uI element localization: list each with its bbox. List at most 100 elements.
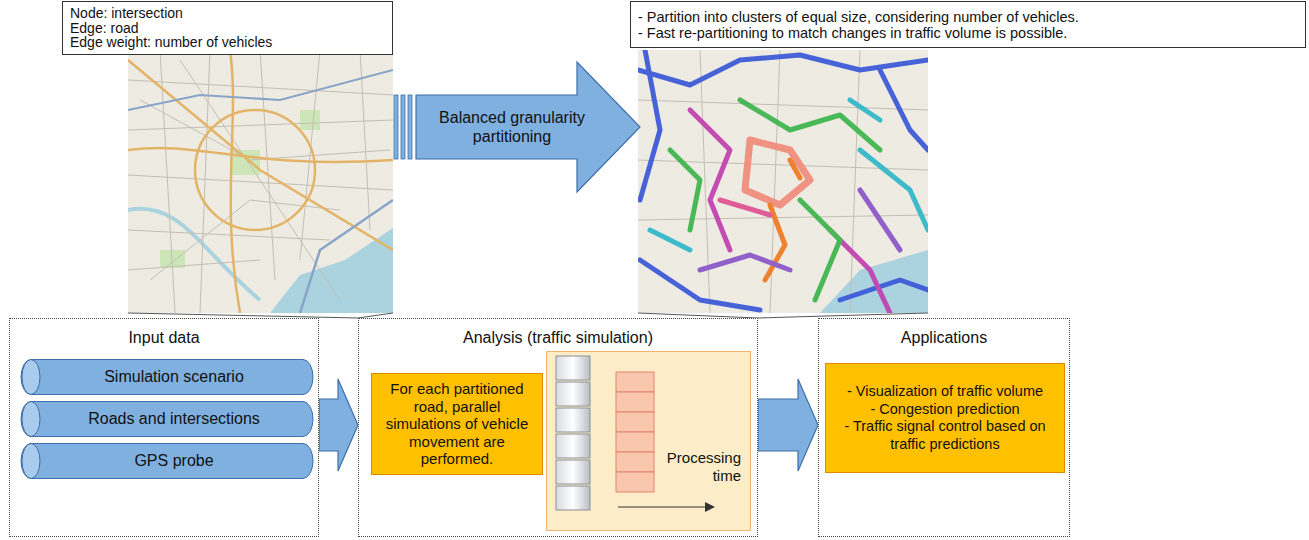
road-map-left [300, 200, 393, 313]
cylinder-cap [22, 444, 40, 479]
note-box: - Partition into clusters of equal size,… [630, 1, 1306, 48]
road-map-left [160, 50, 175, 313]
road-map-left [128, 175, 393, 190]
road-map-left [160, 250, 185, 268]
partitioned-road-map [638, 100, 928, 110]
group-box: Input dataSimulation scenarioRoads and i… [9, 318, 319, 537]
partitioned-road-map [830, 230, 890, 313]
partitioned-road-map [638, 50, 928, 313]
timeline-panel: Processing time [546, 351, 751, 531]
arrow-stripe [408, 95, 412, 159]
data-label: Simulation scenario [104, 368, 244, 386]
partitioned-road-map [640, 260, 760, 310]
partitioned-road-map [638, 50, 928, 313]
partitioned-road-map [638, 215, 928, 220]
partitioned-road-map [860, 150, 928, 230]
cylinder-shape [21, 360, 313, 395]
note-text: - Partition into clusters of equal size,… [638, 9, 1298, 25]
road-map-left [360, 50, 370, 230]
arrow-stripe [394, 95, 398, 159]
road-map-left [200, 50, 210, 313]
info-text: Edge: road [70, 21, 385, 36]
process-box: For each partitioned road, parallel simu… [371, 373, 543, 475]
cylinder-shape [21, 402, 313, 437]
partitioned-road-map [745, 140, 810, 205]
cylinder-shape [21, 444, 313, 479]
road-map-left [128, 230, 330, 240]
partitioned-road-map [638, 55, 928, 85]
road-map-left [128, 70, 393, 110]
road-map-left [128, 148, 393, 162]
output-text: - Visualization of traffic volume [834, 383, 1056, 401]
partitioned-road-map [638, 50, 928, 313]
info-text: Node: intersection [70, 6, 385, 21]
info-box: Node: intersectionEdge: roadEdge weight:… [62, 1, 393, 55]
road-map-left [260, 50, 275, 280]
partitioned-road-map [765, 205, 785, 280]
road-map-left [300, 110, 320, 130]
road-map-left [270, 228, 393, 313]
cylinder-cap [22, 402, 40, 437]
axis-label: Processing time [651, 449, 741, 485]
output-text: - Traffic signal control based on traffi… [834, 418, 1056, 453]
output-text: - Congestion prediction [834, 401, 1056, 419]
road-map-left [128, 80, 393, 95]
partitioned-road-map [770, 50, 780, 313]
database-cylinder: Simulation scenario [21, 359, 313, 395]
group-title: Applications [819, 328, 1069, 347]
arrow-label: Balanced granularity partitioning [420, 108, 604, 146]
partitioned-road-map [690, 110, 730, 250]
process-text: For each partitioned road, parallel simu… [379, 380, 535, 468]
partitioned-road-map [638, 50, 928, 313]
road-map-left [128, 60, 393, 250]
partitioned-road-map [700, 255, 790, 270]
road-map-left [128, 50, 393, 313]
road-map-left [128, 260, 260, 270]
partitioned-road-map [800, 200, 840, 300]
partitioned-road-map [850, 50, 860, 313]
road-map-left [180, 60, 340, 300]
partitioned-road-map [740, 100, 880, 150]
data-label: Roads and intersections [88, 410, 260, 428]
partitioned-road-map [640, 50, 660, 200]
partitioned-road-map [880, 70, 928, 150]
road-map-left [128, 209, 260, 300]
database-cylinder: GPS probe [21, 443, 313, 479]
cylinder-cap [22, 360, 40, 395]
group-box: Analysis (traffic simulation) For each pa… [358, 318, 758, 537]
block-arrow [758, 379, 818, 471]
output-box: - Visualization of traffic volume- Conge… [825, 363, 1065, 473]
road-map-left [150, 200, 340, 280]
partitioned-road-map [840, 280, 928, 300]
road-map-left [230, 150, 260, 175]
partitioned-road-map [820, 250, 928, 313]
partitioned-road-map [670, 150, 700, 230]
road-map-left [128, 50, 393, 313]
road-map-left [230, 50, 240, 313]
arrow-shape [416, 62, 640, 192]
road-map-left [128, 120, 393, 130]
group-title: Analysis (traffic simulation) [359, 328, 757, 347]
data-label: GPS probe [134, 452, 213, 470]
arrow-shape [392, 62, 640, 192]
partitioned-road-map [790, 160, 800, 178]
partitioned-road-map [700, 50, 710, 313]
database-cylinder: Roads and intersections [21, 401, 313, 437]
partitioned-road-map [850, 100, 880, 120]
partitioned-road-map [650, 230, 690, 250]
road-map-left [128, 50, 393, 313]
road-map-left [140, 100, 390, 160]
arrow-stripe [401, 95, 405, 159]
partitioned-road-map [720, 200, 770, 215]
note-text: - Fast re-partitioning to match changes … [638, 25, 1298, 41]
partitioned-road-map [860, 190, 900, 250]
road-map-left [300, 50, 320, 260]
process-arrow: Balanced granularity partitioning [392, 62, 640, 192]
group-box: Applications - Visualization of traffic v… [818, 318, 1070, 537]
road-map-left [195, 110, 315, 230]
block-arrow [319, 379, 358, 471]
road-map-left [128, 50, 393, 313]
group-title: Input data [10, 328, 318, 347]
info-text: Edge weight: number of vehicles [70, 35, 385, 50]
